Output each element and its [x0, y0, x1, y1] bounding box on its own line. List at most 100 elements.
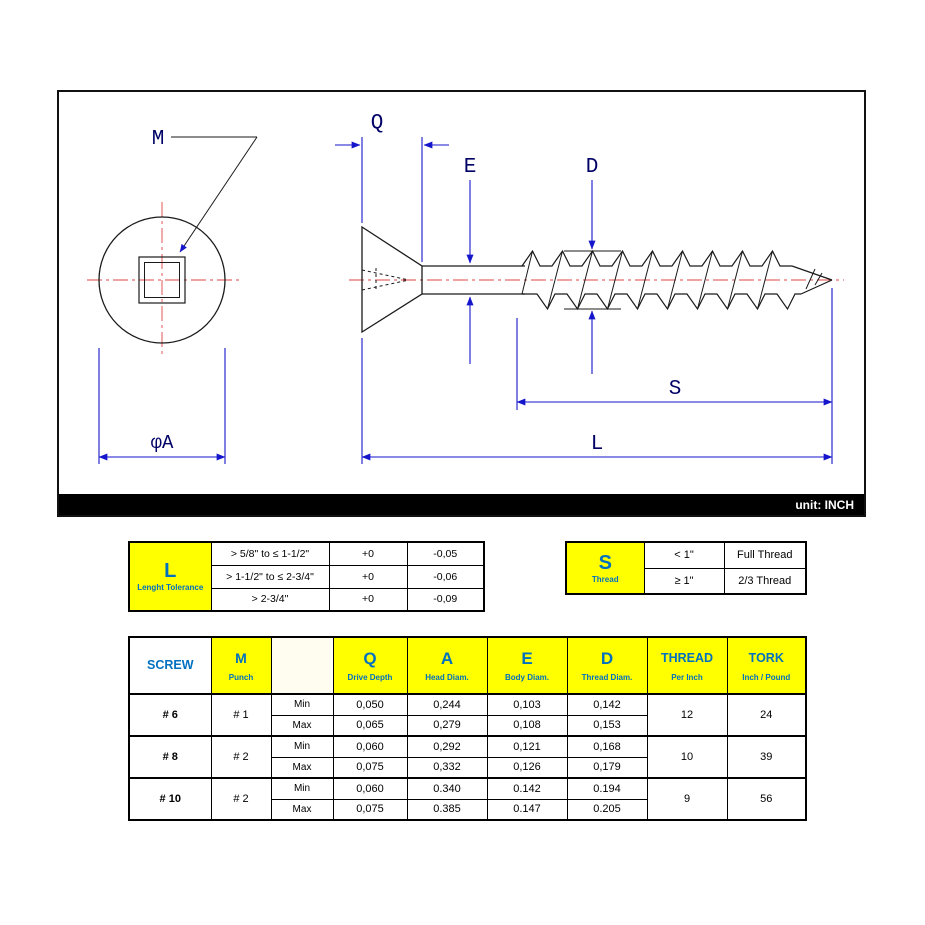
table-row: Max 0,075 0,332 0,126 0,179	[129, 756, 806, 779]
spec-header-minmax	[270, 636, 334, 695]
header-title: L	[164, 560, 177, 582]
table-row: # 8 # 2 Min 0,060 0,292 0,121 0,168 10 3…	[128, 735, 807, 779]
hidden-recess-lines	[361, 268, 410, 292]
value-cell-q: 0,075	[332, 756, 408, 779]
spec-header-m: M Punch	[210, 636, 272, 695]
value-cell-d: 0,153	[566, 714, 648, 737]
header-title: SCREW	[146, 658, 194, 672]
condition-cell: < 1"	[643, 541, 725, 569]
header-subtitle: Inch / Pound	[742, 673, 791, 682]
spec-header-thread: THREAD Per Inch	[646, 636, 728, 695]
dim-s	[516, 288, 833, 464]
screw-front-view	[98, 216, 226, 344]
dim-label-l: L	[591, 433, 604, 456]
upper-tolerance-cell: +0	[328, 587, 408, 612]
value-cell-d: 0,168	[566, 735, 648, 758]
square-drive-inner	[144, 262, 180, 298]
spec-header-q: Q Drive Depth	[332, 636, 408, 695]
value-cell-a: 0,292	[406, 735, 488, 758]
value-cell-e: 0,103	[486, 693, 568, 716]
tork-cell: 39	[726, 735, 807, 779]
header-title: E	[521, 649, 533, 668]
centerlines	[87, 202, 844, 358]
punch-cell: # 2	[210, 735, 272, 779]
spec-table: SCREW M Punch Q Drive Depth A Head Diam.…	[128, 636, 807, 821]
range-cell: > 1-1/2" to ≤ 2-3/4"	[210, 564, 330, 589]
condition-cell: ≥ 1"	[643, 567, 725, 595]
value-cell-e: 0,121	[486, 735, 568, 758]
header-title: S	[598, 551, 612, 574]
tork-cell: 24	[726, 693, 807, 737]
table-row: > 2-3/4" +0 -0,09	[129, 587, 485, 612]
value-cell-a: 0.385	[406, 798, 488, 821]
screw-size-cell: # 10	[128, 777, 212, 821]
header-subtitle: Per Inch	[671, 673, 703, 682]
table-row: Max 0,075 0.385 0.147 0.205	[129, 798, 806, 821]
dim-label-e: E	[464, 156, 477, 179]
screw-head-outline	[361, 225, 423, 334]
thread-per-inch-cell: 10	[646, 735, 728, 779]
value-cell-e: 0.142	[486, 777, 568, 800]
minmax-label: Min	[270, 777, 334, 800]
screw-size-cell: # 6	[128, 693, 212, 737]
minmax-label: Max	[270, 798, 334, 821]
spec-header-a: A Head Diam.	[406, 636, 488, 695]
value-cell-e: 0,126	[486, 756, 568, 779]
range-cell: > 5/8" to ≤ 1-1/2"	[210, 541, 330, 566]
value-cell-e: 0,108	[486, 714, 568, 737]
minmax-label: Max	[270, 756, 334, 779]
dim-label-s: S	[669, 378, 682, 401]
value-cell-q: 0,050	[332, 693, 408, 716]
spec-header-d: D Thread Diam.	[566, 636, 648, 695]
header-title: THREAD	[660, 651, 714, 665]
upper-tolerance-cell: +0	[328, 564, 408, 589]
dim-phi-a	[98, 348, 226, 464]
screw-size-cell: # 8	[128, 735, 212, 779]
dim-d	[564, 180, 621, 374]
minmax-label: Min	[270, 693, 334, 716]
punch-cell: # 1	[210, 693, 272, 737]
value-cell: Full Thread	[723, 541, 807, 569]
value-cell-q: 0,075	[332, 798, 408, 821]
tork-cell: 56	[726, 777, 807, 821]
header-subtitle: Lenght Tolerance	[137, 583, 204, 592]
table-row: > 1-1/2" to ≤ 2-3/4" +0 -0,06	[129, 564, 485, 589]
upper-tolerance-cell: +0	[328, 541, 408, 566]
minmax-label: Max	[270, 714, 334, 737]
table-row: # 10 # 2 Min 0,060 0.340 0.142 0.194 9 5…	[128, 777, 807, 821]
header-title: Q	[363, 649, 377, 668]
value-cell-d: 0.205	[566, 798, 648, 821]
value-cell-a: 0.340	[406, 777, 488, 800]
dim-l	[361, 338, 833, 464]
value-cell-a: 0,279	[406, 714, 488, 737]
table-row: # 6 # 1 Min 0,050 0,244 0,103 0,142 12 2…	[128, 693, 807, 737]
thread-length-table: S Thread < 1" Full Thread ≥ 1" 2/3 Threa…	[565, 541, 807, 595]
length-tolerance-header: L Lenght Tolerance	[128, 541, 212, 612]
square-drive-outer	[138, 256, 186, 304]
value-cell-d: 0,142	[566, 693, 648, 716]
header-title: D	[600, 649, 614, 668]
screw-threads	[521, 249, 833, 311]
header-subtitle: Thread Diam.	[581, 673, 633, 682]
value-cell-a: 0,332	[406, 756, 488, 779]
punch-cell: # 2	[210, 777, 272, 821]
spec-header-e: E Body Diam.	[486, 636, 568, 695]
spec-header-tork: TORK Inch / Pound	[726, 636, 807, 695]
screw-side-view	[361, 225, 833, 334]
header-subtitle: Punch	[228, 673, 254, 682]
screw-shank	[422, 265, 525, 295]
table-row: S Thread < 1" Full Thread	[565, 541, 807, 595]
value-cell-d: 0,179	[566, 756, 648, 779]
dim-m-leader	[171, 136, 258, 253]
value-cell-e: 0.147	[486, 798, 568, 821]
header-subtitle: Body Diam.	[504, 673, 549, 682]
value-cell-d: 0.194	[566, 777, 648, 800]
technical-drawing-svg: M Q E	[87, 112, 844, 464]
drawing-panel: M Q E	[57, 90, 866, 517]
lower-tolerance-cell: -0,06	[406, 564, 485, 589]
dim-label-q: Q	[371, 112, 384, 135]
range-cell: > 2-3/4"	[210, 587, 330, 612]
unit-bar: unit: INCH	[59, 494, 864, 515]
value-cell: 2/3 Thread	[723, 567, 807, 595]
